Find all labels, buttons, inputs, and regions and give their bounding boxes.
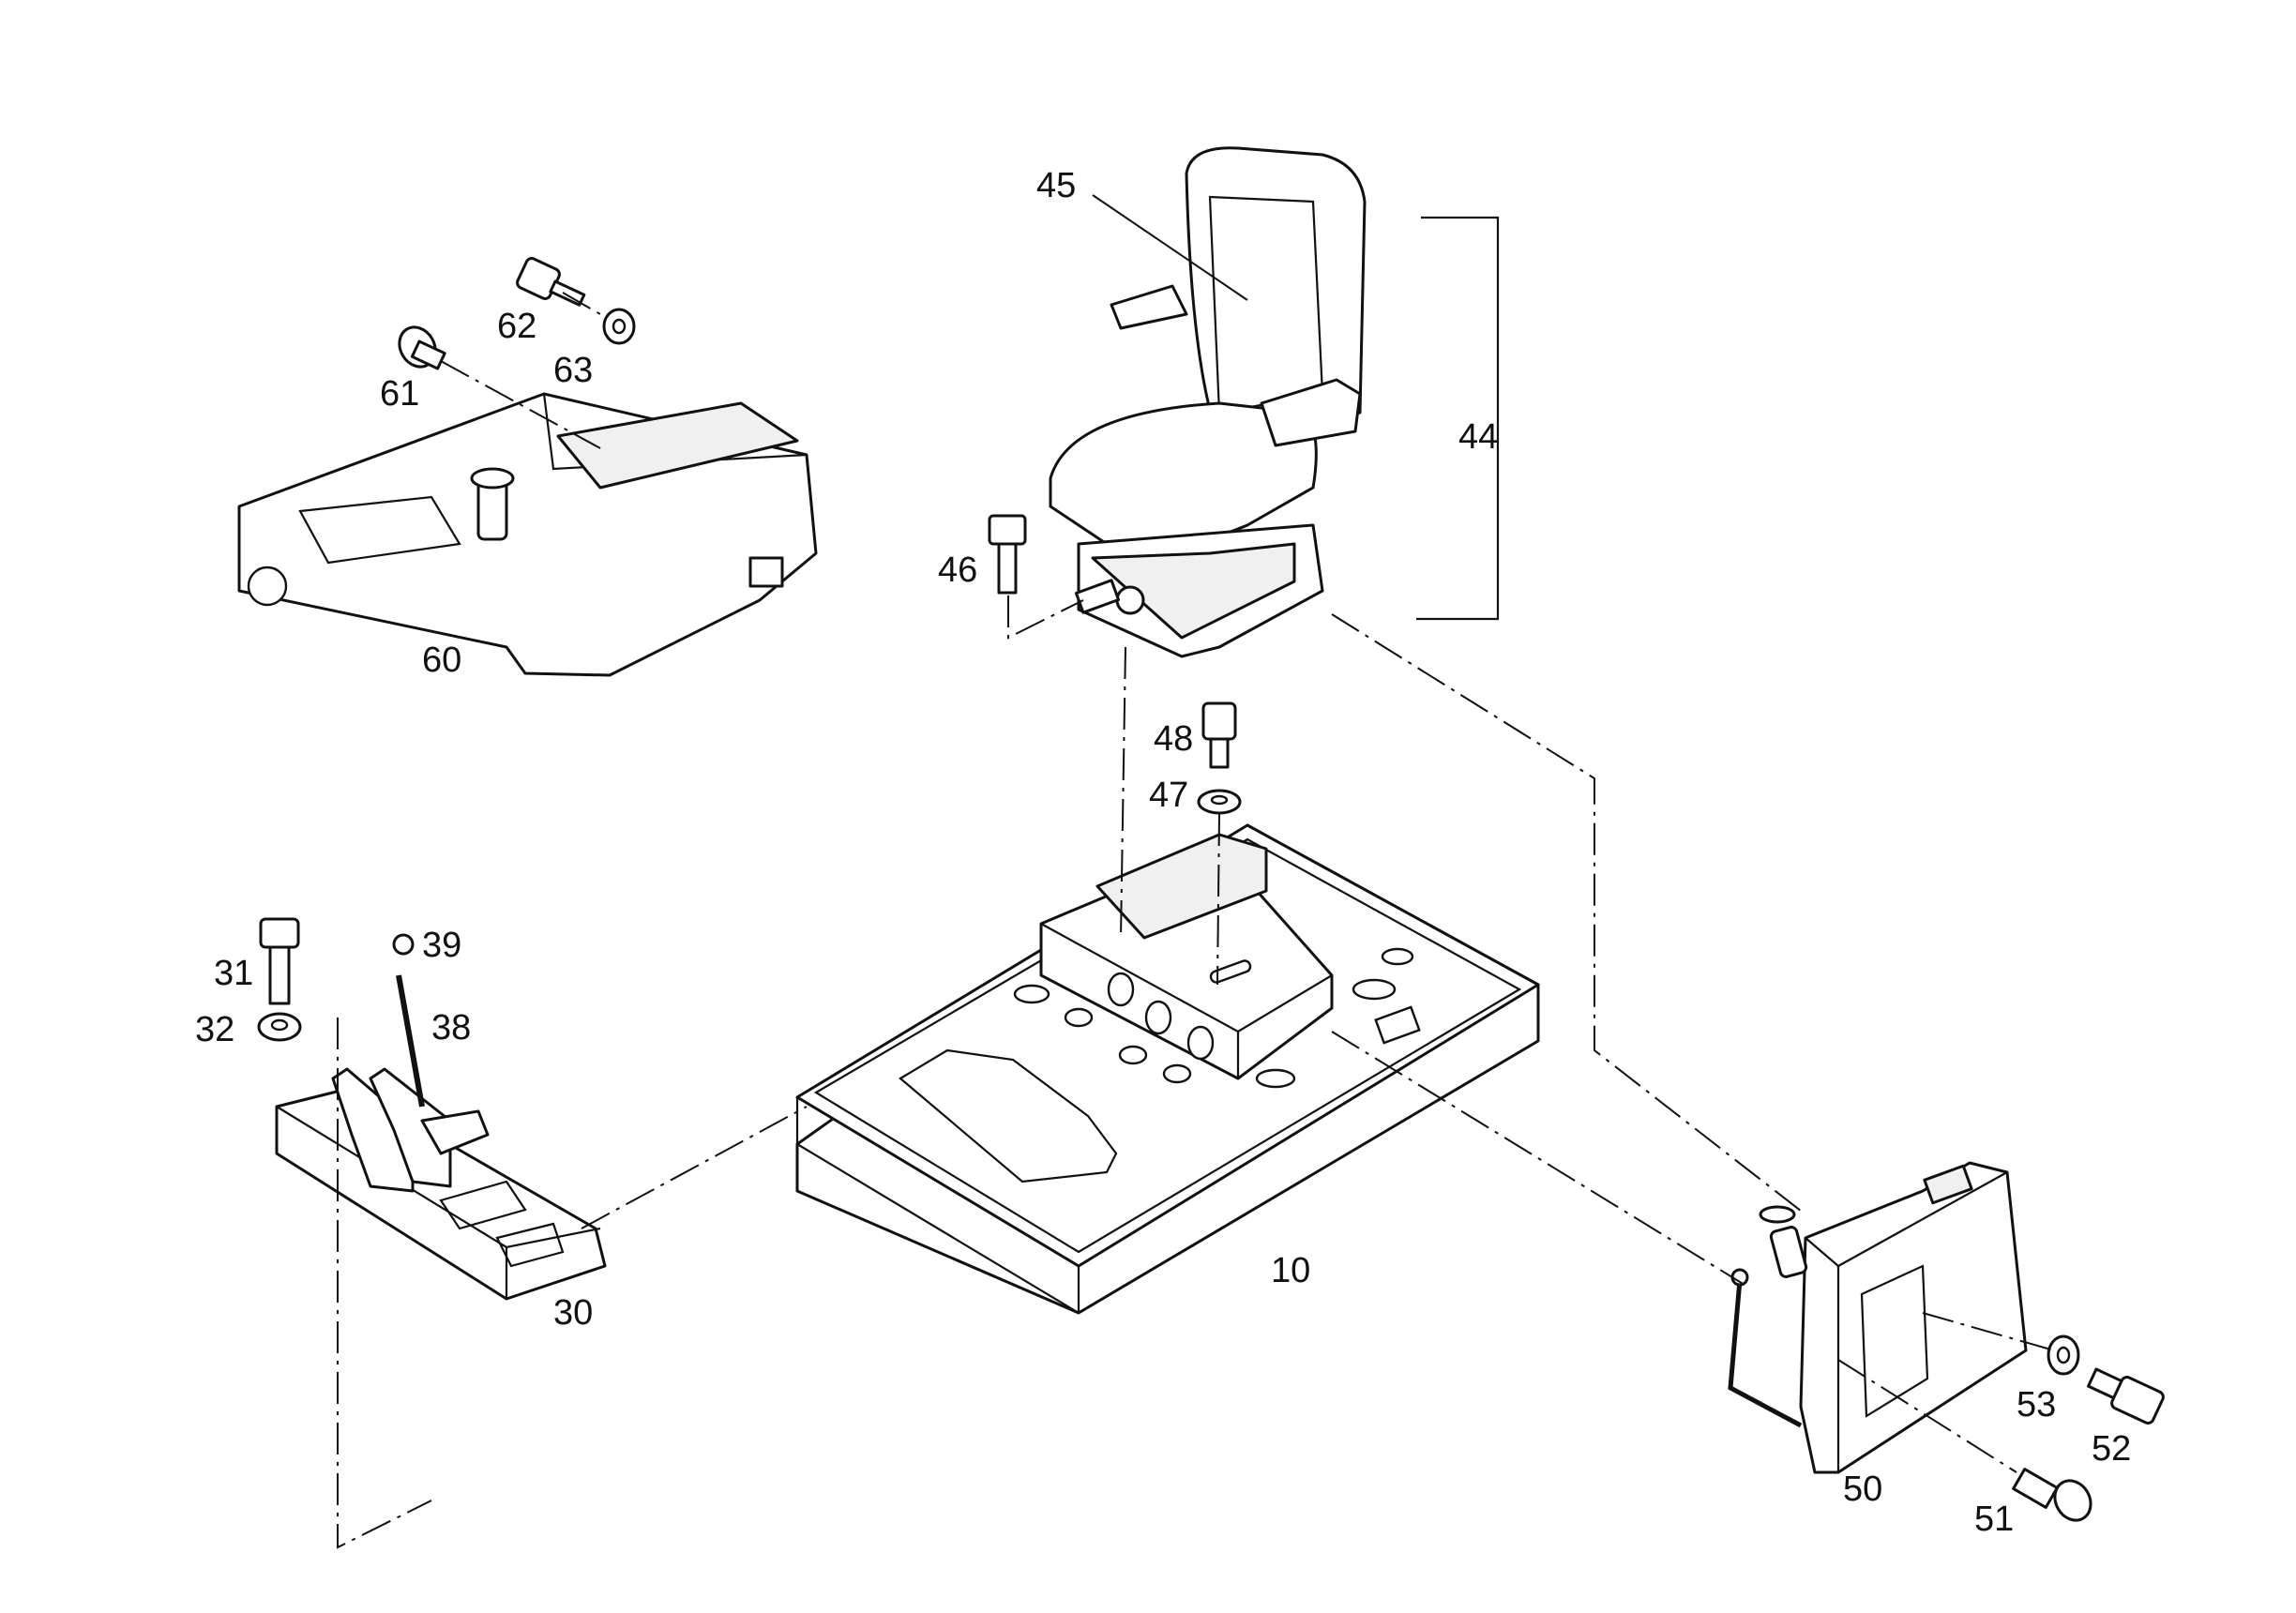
part-32-washer: [257, 1012, 302, 1042]
label-61: 61: [380, 374, 419, 414]
part-50-right-console: [1728, 1161, 2028, 1474]
label-52: 52: [2092, 1429, 2131, 1469]
bracket-44: [1416, 216, 1500, 621]
assembly-lines: [337, 292, 2055, 1549]
part-30-pedal-plate: [275, 1067, 607, 1301]
part-31-bolt: [259, 917, 300, 1005]
label-53: 53: [2017, 1385, 2056, 1425]
label-45: 45: [1036, 166, 1076, 205]
part-47-washer: [1197, 789, 1242, 815]
part-62-bolt: [516, 257, 586, 307]
label-63: 63: [553, 351, 593, 390]
part-46-bolt: [988, 514, 1027, 595]
label-62: 62: [497, 307, 536, 346]
label-51: 51: [1974, 1500, 2014, 1539]
leader-lines: [1092, 194, 1248, 301]
label-30: 30: [553, 1293, 593, 1333]
label-47: 47: [1149, 776, 1188, 815]
part-53-washer: [2047, 1334, 2080, 1376]
part-44-seat-base: [1074, 523, 1324, 658]
label-60: 60: [422, 641, 461, 680]
label-32: 32: [195, 1010, 234, 1049]
label-39: 39: [422, 926, 461, 965]
part-48-cap-screw: [1201, 701, 1237, 769]
part-63-washer: [602, 308, 636, 345]
part-38-rod: [396, 974, 425, 1108]
part-labels: 10 30 31 32 38 39 44 45 46 47 48 50 51 5…: [195, 166, 2131, 1539]
label-48: 48: [1154, 719, 1193, 759]
label-10: 10: [1271, 1251, 1310, 1290]
label-31: 31: [214, 954, 253, 993]
label-46: 46: [938, 550, 977, 590]
label-44: 44: [1458, 417, 1498, 457]
label-50: 50: [1843, 1470, 1882, 1509]
part-51-screw: [2012, 1468, 2092, 1522]
part-45-seat: [1049, 146, 1367, 548]
part-10-platform: [795, 823, 1540, 1315]
part-39-ball: [392, 933, 415, 956]
label-38: 38: [431, 1008, 471, 1048]
part-61-screw: [398, 325, 446, 370]
part-60-left-console: [237, 392, 818, 677]
part-52-cap-screw: [2087, 1367, 2165, 1425]
